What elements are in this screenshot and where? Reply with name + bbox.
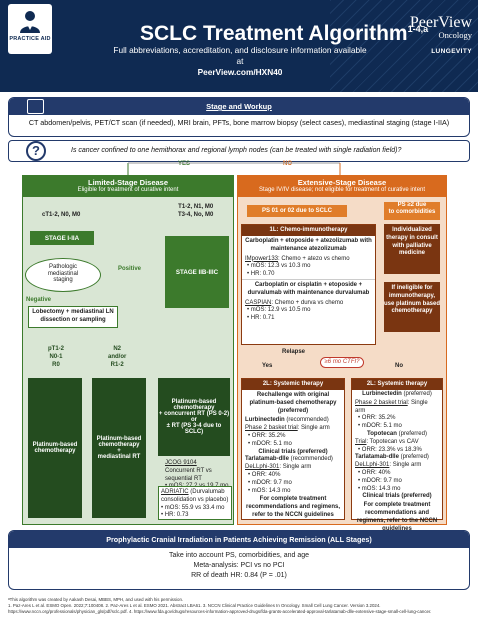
footnotes: ᵃThis algorithm was created by Aakash De… <box>8 597 470 615</box>
result-item: ORR: 23.3% vs 18.3% <box>358 447 442 455</box>
result-item: ORR: 40% <box>248 472 344 480</box>
result-item: mDOR: 9.7 mo <box>248 480 344 488</box>
result-item: ORR: 40% <box>358 470 442 478</box>
positive-label: Positive <box>118 266 142 272</box>
chemo-box-2: Platinum-based chemotherapy+mediastinal … <box>92 378 146 518</box>
lobectomy-box: Lobectomy + mediastinal LN dissection or… <box>28 306 118 328</box>
pci-title: Prophylactic Cranial Irradiation in Pati… <box>9 531 469 548</box>
limited-stage-header: Limited-Stage Disease Eligible for treat… <box>22 175 234 197</box>
ps01-box: PS 01 or 02 due to SCLC <box>247 205 347 217</box>
pci-line-3: RR of death HR: 0.84 (P = .01) <box>191 572 287 580</box>
adriatic-trial: ADRIATIC (Durvalumab consolidation vs pl… <box>158 486 232 520</box>
adriatic-results: mOS: 55.9 vs 33.4 moHR: 0.73 <box>161 505 229 521</box>
result-item: mOS: 14.3 mo <box>248 488 344 496</box>
result-item: mDOR: 9.7 mo <box>358 478 442 486</box>
result-item: ORR: 35.2% <box>358 415 442 423</box>
checklist-icon <box>27 99 44 114</box>
stage-workup-title: Stage and Workup <box>206 102 272 111</box>
relapse-label: Relapse <box>282 349 306 355</box>
result-item: mDOR: 5.1 mo <box>248 441 344 449</box>
pci-line-1: Take into account PS, comorbidities, and… <box>168 552 310 559</box>
ctfi-question: ≥6 mo CTFI? <box>320 357 364 368</box>
ctfi-no: No <box>395 363 403 369</box>
pci-box: Prophylactic Cranial Irradiation in Pati… <box>8 530 470 590</box>
page-title: SCLC Treatment Algorithm1-4,a <box>140 22 429 45</box>
result-item: HR: 0.70 <box>247 271 375 279</box>
lungevity-logo: LUNGEVITY <box>431 48 472 55</box>
pathologic-staging-node: Pathologic mediastinal staging <box>25 258 101 292</box>
result-item: mOS: 12.9 vs 10.5 mo <box>247 307 375 315</box>
yes-label: YES <box>178 161 191 167</box>
second-line-right: 2L: Systemic therapy Lurbinectedin (pref… <box>351 378 443 532</box>
result-item: mDOR: 5.1 mo <box>358 423 442 431</box>
result-item: mOS: 12.3 vs 10.3 mo <box>247 263 375 271</box>
doctor-icon <box>20 11 40 33</box>
first-line-box: 1L: Chemo-immunotherapy Carboplatin + et… <box>241 224 376 345</box>
chemo-box-3: Platinum-based chemotherapy+ concurrent … <box>158 378 230 456</box>
result-item: mOS: 14.3 mo <box>358 486 442 494</box>
question-text: Is cancer confined to one hemithorax and… <box>71 147 402 154</box>
footnote-refs: 1. Paz-Ares L et al. ESMO Open. 2022;7:1… <box>8 602 432 614</box>
result-item: mOS: 55.9 vs 33.4 mo <box>161 505 229 513</box>
result-item: HR: 0.71 <box>247 315 375 323</box>
header-banner <box>0 0 478 92</box>
question-box: Is cancer confined to one hemithorax and… <box>8 140 470 162</box>
practice-aid-badge: PRACTICE AID <box>8 4 52 54</box>
result-item: HR: 0.73 <box>161 512 229 520</box>
page-url[interactable]: PeerView.com/HXN40 <box>197 67 283 78</box>
badge-label: PRACTICE AID <box>9 36 51 42</box>
second-line-left: 2L: Systemic therapy Rechallenge with or… <box>241 378 345 520</box>
individualized-box: Individualized therapy in consult with p… <box>384 224 440 274</box>
no-label: NO <box>283 161 292 167</box>
pci-line-2: Meta-analysis: PCI vs no PCI <box>193 562 285 570</box>
page-subtitle: Full abbreviations, accreditation, and d… <box>113 45 367 78</box>
stage-left-criteria: cT1-2, N0, M0 <box>42 212 81 218</box>
stage-workup-text: CT abdomen/pelvis, PET/CT scan (if neede… <box>28 118 450 127</box>
ineligible-box: If ineligible for immunotherapy, use pla… <box>384 282 440 332</box>
result-item: ORR: 35.2% <box>248 433 344 441</box>
negative-label: Negative <box>26 297 52 303</box>
extensive-stage-header: Extensive-Stage Disease Stage IV/IV dise… <box>237 175 447 197</box>
question-icon: ? <box>26 141 46 161</box>
ctfi-yes: Yes <box>262 363 273 369</box>
stage-i-iia-box: STAGE I-IIA <box>30 231 94 245</box>
stage-iib-iiic-box: STAGE IIB-IIIC <box>165 236 229 308</box>
stage-workup-box: Stage and Workup CT abdomen/pelvis, PET/… <box>8 97 470 137</box>
brand-logo: PeerView Oncology LUNGEVITY <box>386 14 472 55</box>
footnote-note: ᵃThis algorithm was created by Aakash De… <box>8 597 184 602</box>
chemo-box-1: Platinum-based chemotherapy <box>28 378 82 518</box>
